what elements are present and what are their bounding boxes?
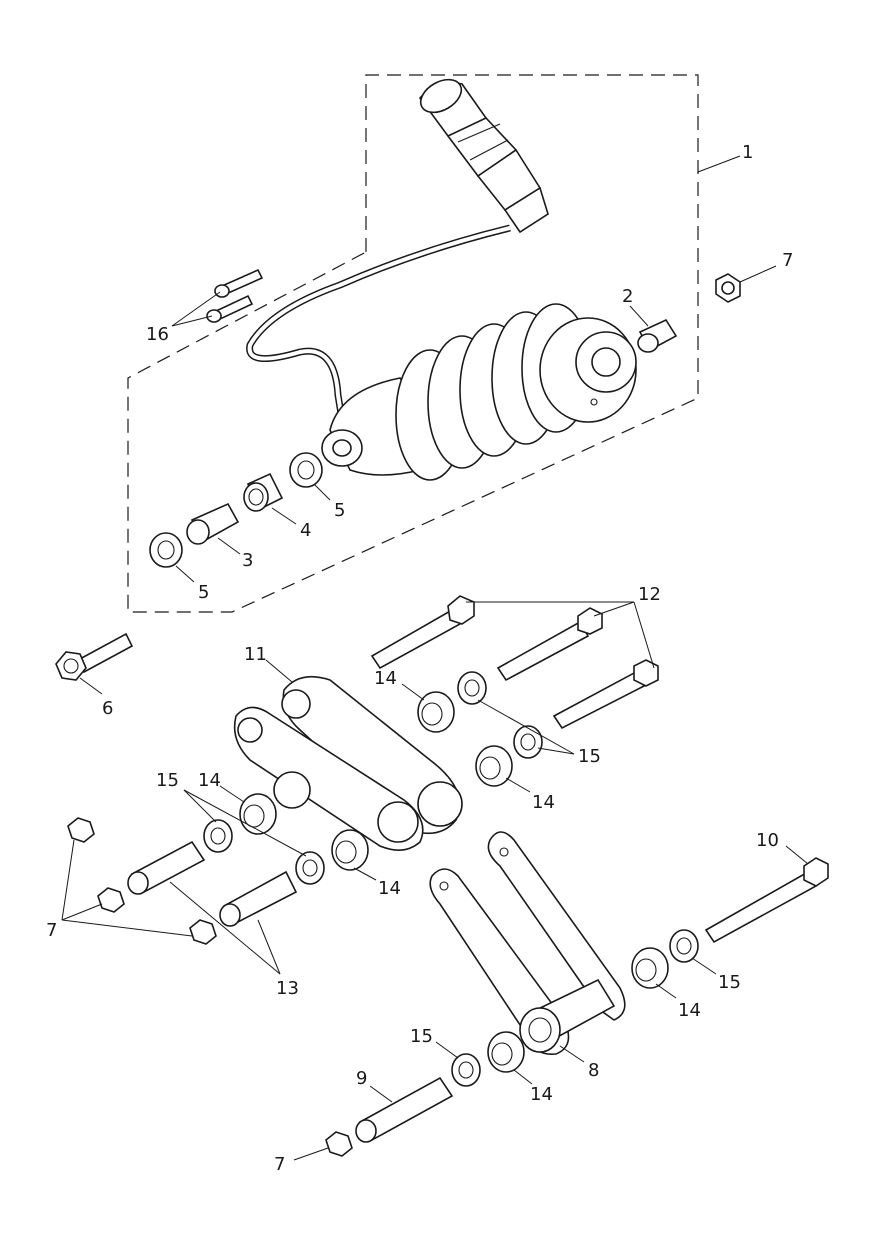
- nut-7-top: [715, 273, 741, 303]
- sleeve-13-b: [219, 870, 298, 927]
- nut-7-left-b: [97, 887, 125, 913]
- bolt-12-b: [496, 607, 603, 682]
- rear-shock-absorber: [246, 78, 637, 481]
- callout-14-f: 14: [530, 1084, 553, 1105]
- callout-7-bottom: 7: [274, 1154, 285, 1175]
- callout-10: 10: [756, 830, 779, 851]
- nut-7-left-c: [189, 919, 217, 945]
- callout-14-d: 14: [378, 878, 401, 899]
- seal-5-upper: [289, 452, 323, 488]
- washer-15-d: [295, 851, 325, 885]
- callout-15-a: 15: [578, 746, 601, 767]
- remote-preload-adjuster: [418, 78, 549, 234]
- callout-4: 4: [300, 520, 311, 541]
- callout-labels: 1 7 2 16 5 4 3 5 12 11 14 6 15 15 14 14 …: [46, 142, 793, 1175]
- bush-14-c: [239, 793, 277, 835]
- callout-15-b: 15: [156, 770, 179, 791]
- callout-14-a: 14: [374, 668, 397, 689]
- callout-12: 12: [638, 584, 661, 605]
- callout-7-top: 7: [782, 250, 793, 271]
- callout-6: 6: [102, 698, 113, 719]
- callout-7-left: 7: [46, 920, 57, 941]
- sleeve-3: [186, 502, 240, 545]
- callout-5-upper: 5: [334, 500, 345, 521]
- sleeve-9: [355, 1076, 454, 1143]
- bush-14-e: [631, 947, 669, 989]
- bolt-12-c: [552, 659, 659, 730]
- washer-15-b: [513, 725, 543, 759]
- nut-7-left-a: [67, 817, 95, 843]
- callout-14-b: 14: [198, 770, 221, 791]
- bolt-6: [55, 632, 134, 681]
- drop-link-8: [429, 831, 626, 1056]
- callout-14-c: 14: [532, 792, 555, 813]
- callout-15-d: 15: [410, 1026, 433, 1047]
- callout-15-c: 15: [718, 972, 741, 993]
- linkage-plate-11-rear: [233, 706, 424, 851]
- callout-2: 2: [622, 286, 633, 307]
- bush-14-a: [417, 691, 455, 733]
- sleeve-13-a: [127, 840, 206, 895]
- bush-2: [637, 318, 678, 353]
- bush-14-b: [475, 745, 513, 787]
- bolt-16-lower: [206, 294, 254, 323]
- seal-5-lower: [149, 532, 183, 568]
- callout-8: 8: [588, 1060, 599, 1081]
- callout-5-lower: 5: [198, 582, 209, 603]
- callout-1: 1: [742, 142, 753, 163]
- linkage-plate-11: [281, 675, 463, 835]
- callout-13: 13: [276, 978, 299, 999]
- bolt-12-a: [370, 595, 475, 670]
- washer-15-f: [451, 1053, 481, 1087]
- callout-3: 3: [242, 550, 253, 571]
- bolt-10: [704, 857, 829, 944]
- leader-lines: [61, 155, 809, 1161]
- bolt-16-upper: [214, 268, 264, 298]
- bush-14-f: [487, 1031, 525, 1073]
- callout-9: 9: [356, 1068, 367, 1089]
- callout-11: 11: [244, 644, 267, 665]
- bush-14-d: [331, 829, 369, 871]
- nut-7-bottom: [325, 1131, 353, 1157]
- callout-14-e: 14: [678, 1000, 701, 1021]
- washer-15-a: [457, 671, 487, 705]
- callout-16: 16: [146, 324, 169, 345]
- washer-15-c: [203, 819, 233, 853]
- washer-15-e: [669, 929, 699, 963]
- shock-assembly-boundary: [127, 74, 699, 613]
- needle-bearing-4: [243, 472, 284, 512]
